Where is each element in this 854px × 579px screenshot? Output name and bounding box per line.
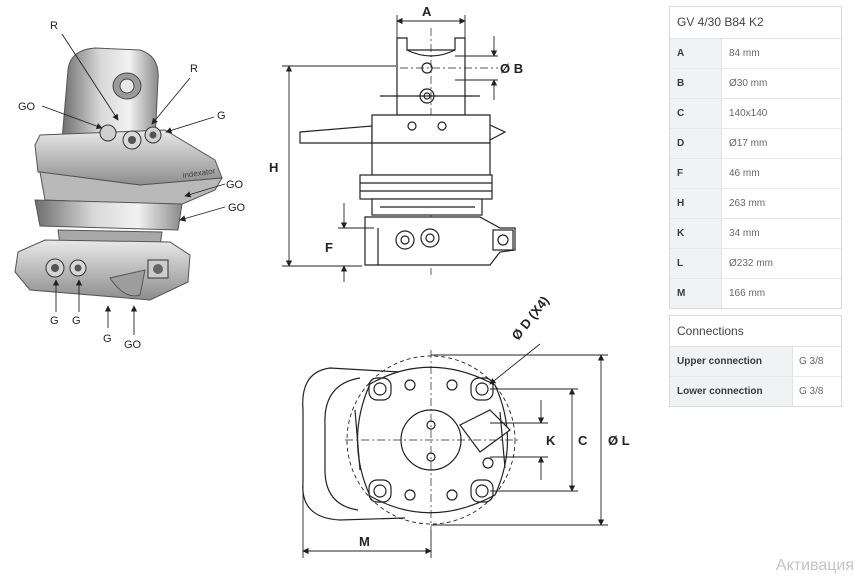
spec-key: K [670,219,721,248]
iso-label-g-1: G [217,110,226,122]
spec-key: B [670,69,721,98]
dim-label-c: C [578,433,588,448]
iso-label-go-4: GO [124,339,142,351]
spec-key: A [670,39,721,68]
connection-value: G 3/8 [792,377,841,406]
iso-label-go-3: GO [228,202,246,214]
iso-leaders [41,33,226,335]
iso-label-g-4: G [103,333,112,345]
connection-key: Upper connection [670,347,792,376]
spec-key: F [670,159,721,188]
dim-label-d: Ø D (X4) [509,293,552,343]
dim-label-b: Ø B [500,61,523,76]
connections-title: Connections [670,316,841,347]
spec-value: 34 mm [721,219,841,248]
iso-label-r-1: R [50,20,58,32]
spec-table-title: GV 4/30 B84 K2 [670,7,841,39]
spec-value: Ø30 mm [721,69,841,98]
top-view-drawing [302,350,520,530]
connection-key: Lower connection [670,377,792,406]
iso-label-g-3: G [72,315,81,327]
iso-label-go-2: GO [226,179,244,191]
dim-label-f: F [325,240,333,255]
dim-label-k: K [546,433,556,448]
isometric-rotator-render: indexator [14,47,223,301]
spec-value: 84 mm [721,39,841,68]
iso-label-g-2: G [50,315,59,327]
spec-value: 140x140 [721,99,841,128]
technical-drawings: indexator R R GO G GO GO G G G GO [14,4,630,558]
top-view-dimensions [302,343,608,558]
spec-key: L [670,249,721,278]
spec-value: 46 mm [721,159,841,188]
spec-value: Ø17 mm [721,129,841,158]
connection-value: G 3/8 [792,347,841,376]
spec-key: H [670,189,721,218]
side-view-drawing [299,28,516,275]
dim-label-l: Ø L [608,433,630,448]
dim-label-h: H [269,160,278,175]
iso-label-r-2: R [190,63,198,75]
dim-label-a: A [422,4,432,19]
dim-label-m: M [359,534,370,549]
activation-watermark: Активация [775,557,854,574]
spec-key: C [670,99,721,128]
spec-key: M [670,279,721,308]
spec-value: 263 mm [721,189,841,218]
side-view-dim-labels: A Ø B H F [269,4,523,255]
iso-label-go-1: GO [18,101,36,113]
spec-value: Ø232 mm [721,249,841,278]
iso-labels: R R GO G GO GO G G G GO [18,20,246,351]
spec-key: D [670,129,721,158]
side-view-dimensions [282,15,498,282]
spec-value: 166 mm [721,279,841,308]
